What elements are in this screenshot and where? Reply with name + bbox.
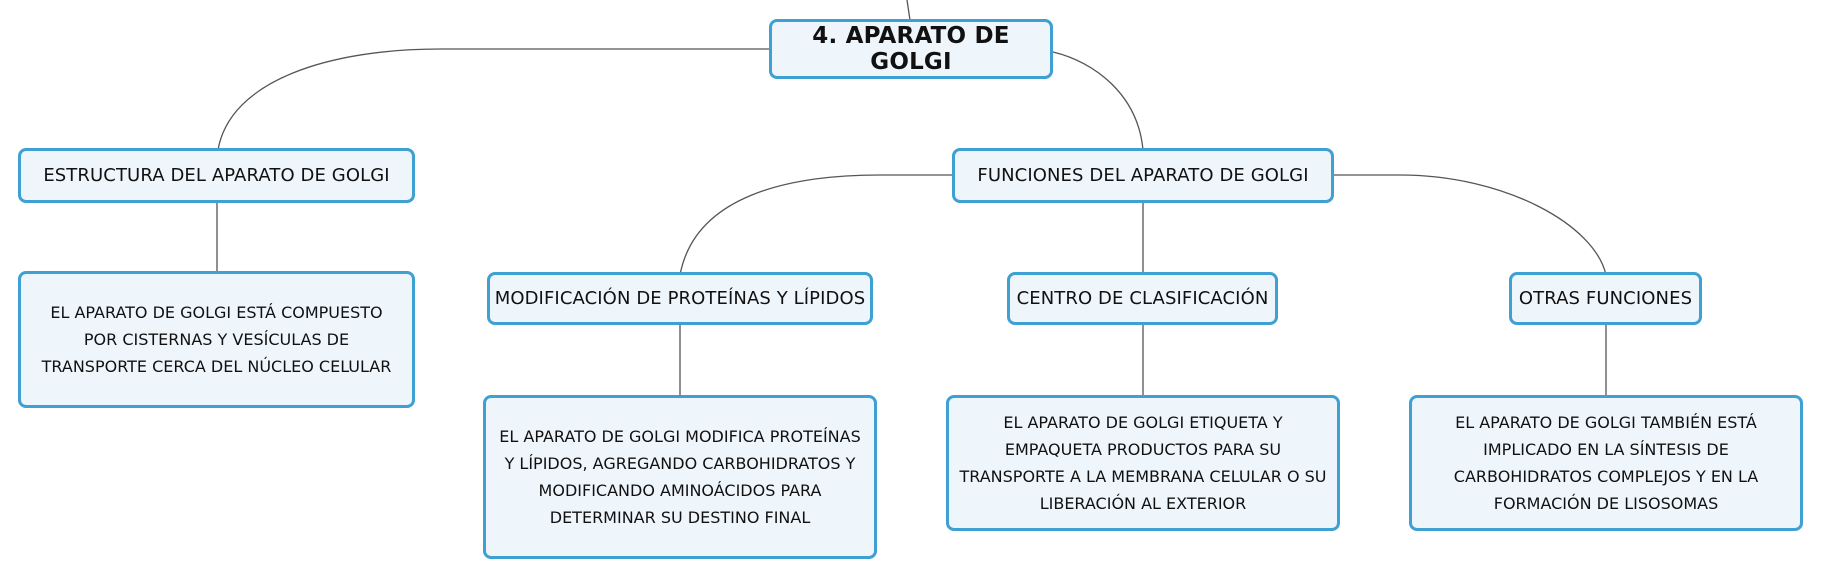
other-functions-detail-text: EL APARATO DE GOLGI TAMBIÉN ESTÁ IMPLICA… <box>1453 413 1759 513</box>
modification-node[interactable]: MODIFICACIÓN DE PROTEÍNAS Y LÍPIDOS <box>487 272 873 325</box>
classification-detail-node[interactable]: EL APARATO DE GOLGI ETIQUETA Y EMPAQUETA… <box>946 395 1340 531</box>
modification-node-label: MODIFICACIÓN DE PROTEÍNAS Y LÍPIDOS <box>494 288 866 309</box>
connector-functions-to-modification <box>679 174 953 276</box>
structure-detail-text: EL APARATO DE GOLGI ESTÁ COMPUESTO POR C… <box>41 303 392 376</box>
connector-from-parent <box>906 0 911 21</box>
connector-functions-to-other <box>1333 174 1607 276</box>
root-node-label: 4. APARATO DE GOLGI <box>812 23 1010 75</box>
other-functions-node[interactable]: OTRAS FUNCIONES <box>1509 272 1702 325</box>
classification-detail-text: EL APARATO DE GOLGI ETIQUETA Y EMPAQUETA… <box>959 413 1327 513</box>
other-functions-node-label: OTRAS FUNCIONES <box>1518 288 1693 309</box>
structure-node-label: ESTRUCTURA DEL APARATO DE GOLGI <box>43 165 390 186</box>
connector-root-to-functions <box>1052 51 1144 151</box>
modification-detail-node[interactable]: EL APARATO DE GOLGI MODIFICA PROTEÍNAS Y… <box>483 395 877 559</box>
root-node[interactable]: 4. APARATO DE GOLGI <box>769 19 1053 79</box>
classification-node-label: CENTRO DE CLASIFICACIÓN <box>1016 288 1269 309</box>
connector-root-to-structure <box>217 48 770 151</box>
modification-detail-text: EL APARATO DE GOLGI MODIFICA PROTEÍNAS Y… <box>499 427 861 527</box>
other-functions-detail-node[interactable]: EL APARATO DE GOLGI TAMBIÉN ESTÁ IMPLICA… <box>1409 395 1803 531</box>
structure-detail-node[interactable]: EL APARATO DE GOLGI ESTÁ COMPUESTO POR C… <box>18 271 415 408</box>
classification-node[interactable]: CENTRO DE CLASIFICACIÓN <box>1007 272 1278 325</box>
functions-node[interactable]: FUNCIONES DEL APARATO DE GOLGI <box>952 148 1334 203</box>
structure-node[interactable]: ESTRUCTURA DEL APARATO DE GOLGI <box>18 148 415 203</box>
functions-node-label: FUNCIONES DEL APARATO DE GOLGI <box>977 165 1309 186</box>
